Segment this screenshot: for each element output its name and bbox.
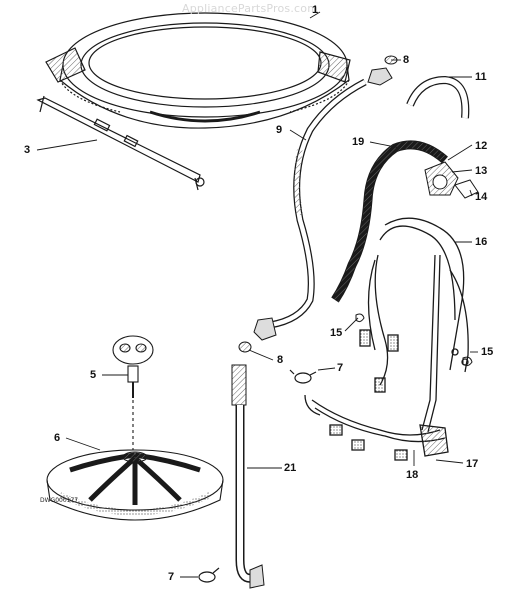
- callout-18: 18: [406, 469, 419, 481]
- callout-16: 16: [475, 236, 488, 248]
- valve-assembly-part: [424, 161, 479, 199]
- drawing-code: DWG000177: [40, 497, 79, 504]
- hose-part: [253, 67, 393, 341]
- wire-clip-part: [355, 313, 473, 367]
- callout-21: 21: [284, 462, 297, 474]
- callout-7-lower: 7: [168, 571, 175, 583]
- callout-8-upper: 8: [403, 54, 410, 66]
- callout-6: 6: [54, 432, 61, 444]
- tub-ring-part: [45, 12, 351, 129]
- callout-13: 13: [475, 165, 488, 177]
- callout-15-left: 15: [330, 327, 343, 339]
- callout-9: 9: [276, 124, 283, 136]
- callout-7-upper: 7: [337, 362, 344, 374]
- callout-12: 12: [475, 140, 488, 152]
- hose-clamp-part: [198, 369, 317, 583]
- leader-lines: [36, 11, 478, 578]
- callout-15-right: 15: [481, 346, 494, 358]
- callout-8-lower: 8: [277, 354, 284, 366]
- wire-harness-part: [304, 217, 469, 461]
- callout-3: 3: [24, 144, 31, 156]
- callout-5: 5: [90, 369, 97, 381]
- hose-clip-part: [406, 75, 470, 119]
- watermark-text: AppliancePartsPros.com: [182, 2, 319, 15]
- drain-hose-part: [331, 140, 448, 303]
- impeller-part: [46, 449, 224, 521]
- callout-14: 14: [475, 191, 488, 203]
- callout-1: 1: [312, 4, 319, 16]
- callout-17: 17: [466, 458, 479, 470]
- callout-11: 11: [475, 71, 487, 83]
- hose-coupling-part: [238, 55, 398, 353]
- callout-19: 19: [352, 136, 365, 148]
- bracket-part: [36, 95, 205, 191]
- tube-part: [231, 364, 265, 589]
- agitator-cap-part: [112, 335, 154, 450]
